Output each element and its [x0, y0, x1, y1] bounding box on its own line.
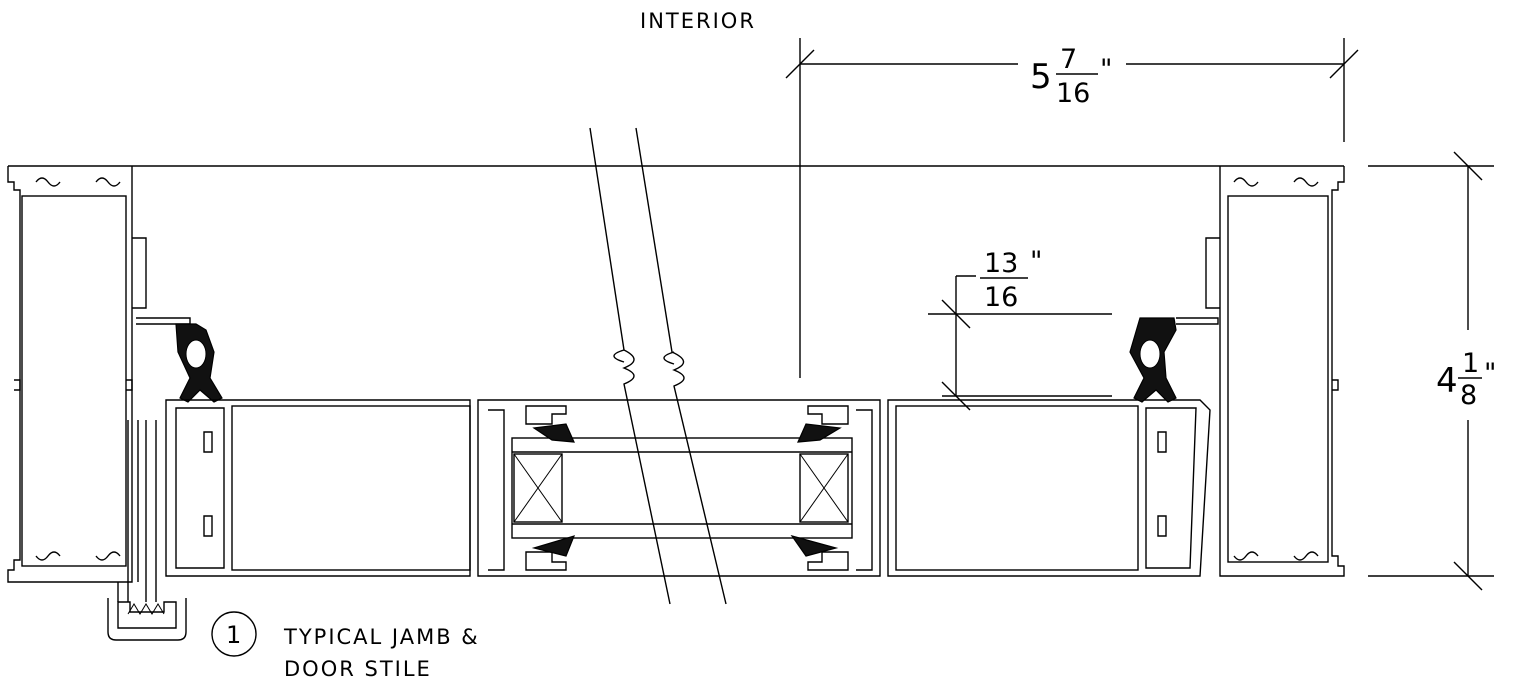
overall-width-denominator: 16	[1056, 78, 1090, 109]
overall-width-whole: 5	[1030, 57, 1052, 97]
right-door-stile	[887, 399, 1211, 577]
glazing-unit	[477, 399, 881, 577]
callout-title-line2: DOOR STILE	[284, 657, 432, 681]
depth-whole: 4	[1436, 361, 1458, 401]
dimension-overall-width: 5 7 16 "	[785, 38, 1359, 378]
glazing-gaskets	[525, 405, 849, 571]
callout-bubble	[211, 611, 257, 657]
bottom-sweep-gasket	[107, 598, 187, 641]
dimension-depth: 4 1 8 "	[1368, 151, 1496, 591]
overall-width-numerator: 7	[1060, 44, 1077, 75]
left-bulb-gasket	[175, 323, 223, 403]
left-door-stile	[165, 399, 471, 577]
left-jamb-frame	[7, 166, 191, 602]
right-bulb-gasket	[1129, 317, 1219, 403]
interior-label: INTERIOR	[640, 9, 756, 33]
offset-denominator: 16	[984, 282, 1018, 313]
break-lines	[589, 127, 727, 605]
offset-unit: "	[1030, 246, 1042, 277]
depth-unit: "	[1484, 358, 1496, 389]
dimension-offset: 13 16 "	[928, 246, 1112, 411]
depth-denominator: 8	[1460, 380, 1477, 411]
right-jamb-frame	[1205, 166, 1345, 577]
overall-width-unit: "	[1100, 54, 1112, 85]
offset-numerator: 13	[984, 248, 1018, 279]
detail-callout: 1 TYPICAL JAMB & DOOR STILE	[211, 611, 480, 681]
depth-numerator: 1	[1462, 348, 1479, 379]
callout-title-line1: TYPICAL JAMB &	[283, 625, 480, 649]
callout-number: 1	[226, 621, 241, 649]
